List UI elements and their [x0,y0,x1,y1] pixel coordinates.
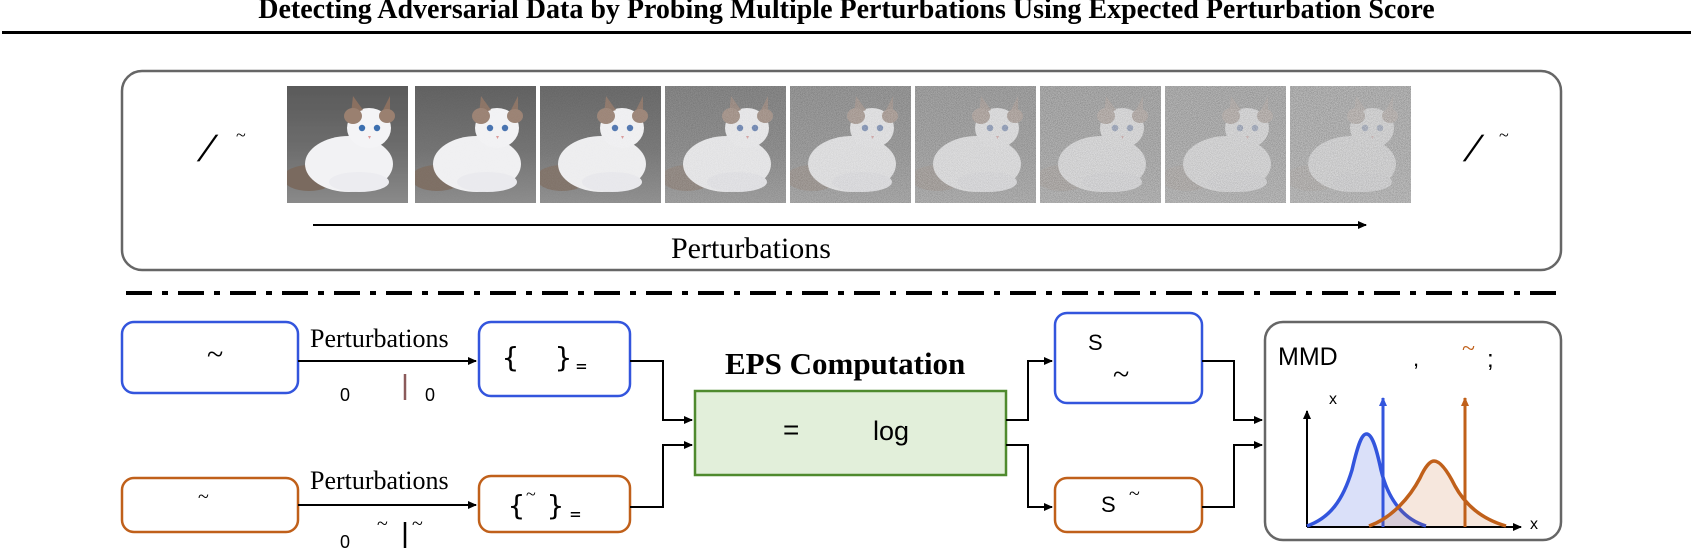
natural-input-text: ~ [207,338,224,371]
natural-sub-right: 0 [425,385,436,405]
cat-image-6 [915,86,1036,203]
adversarial-set-eq: = [570,504,581,525]
cat-image-3 [540,86,661,203]
adversarial-set-tilde: ~ [526,484,536,504]
natural-distribution-curve [1306,432,1427,528]
adversarial-input-text: ~ [198,486,209,508]
cat-image-8 [1165,86,1286,203]
figure-title: Detecting Adversarial Data by Probing Mu… [258,0,1435,25]
adversarial-score-box [1053,476,1204,534]
natural-score-s: S [1088,330,1103,355]
mmd-comma: , [1413,346,1420,371]
cat-image-1 [287,86,408,203]
natural-input-box [120,320,300,395]
natural-set-open-brace: { [502,341,519,374]
mmd-label: MMD [1278,343,1338,371]
natural-score-to-mmd [1202,360,1263,424]
adversarial-set-to-eps [630,441,693,508]
natural-perturbed-set-box [477,320,632,398]
cat-image-4 [665,86,786,203]
mmd-box [1263,320,1563,542]
cat-image-5 [790,86,911,203]
adversarial-distribution-curve [1368,459,1507,528]
adversarial-score-s: S [1101,492,1116,517]
cat-image-7 [1040,86,1161,203]
eps-log: log [873,416,910,446]
mmd-y-axis-label: x [1329,391,1337,408]
eps-to-natural-score [1006,357,1053,421]
natural-sample-tilde: ~ [236,125,246,145]
eps-box [693,389,1008,477]
mmd-x-axis-label: x [1530,516,1538,533]
eps-equals: = [783,414,800,445]
adversarial-sub-left: 0 [340,532,351,552]
natural-score-box [1053,311,1204,405]
natural-score-tilde: ~ [1113,358,1130,391]
cat-image-2 [415,86,536,203]
perturbation-panel [120,69,1563,272]
adversarial-sub-tilde: ~ [377,513,388,535]
natural-distribution-fill [1307,433,1426,526]
title-rule [2,31,1691,34]
adversarial-set-close-brace: } [547,489,564,522]
adversarial-set-open-brace: { [508,489,525,522]
natural-sub-left: 0 [340,385,351,405]
adversarial-score-to-mmd [1202,441,1263,508]
natural-perturbations-label: Perturbations [310,324,449,353]
mmd-tilde: ~ [1462,336,1475,362]
adversarial-score-tilde: ~ [1129,483,1140,505]
mmd-semicolon: ; [1487,346,1494,373]
adversarial-input-box [120,476,300,534]
adversarial-sub-right-tilde: ~ [412,513,423,535]
natural-set-eq: = [576,356,587,377]
eps-to-adversarial-score [1006,444,1053,511]
eps-heading: EPS Computation [725,346,966,381]
natural-set-close-brace: } [555,341,572,374]
adversarial-sample-tilde: ~ [1499,125,1509,145]
adversarial-perturbed-set-box [477,474,632,534]
adversarial-perturbations-label: Perturbations [310,466,449,495]
natural-set-to-eps [630,360,693,424]
top-perturbations-label: Perturbations [671,232,831,265]
cat-image-9 [1290,86,1411,203]
